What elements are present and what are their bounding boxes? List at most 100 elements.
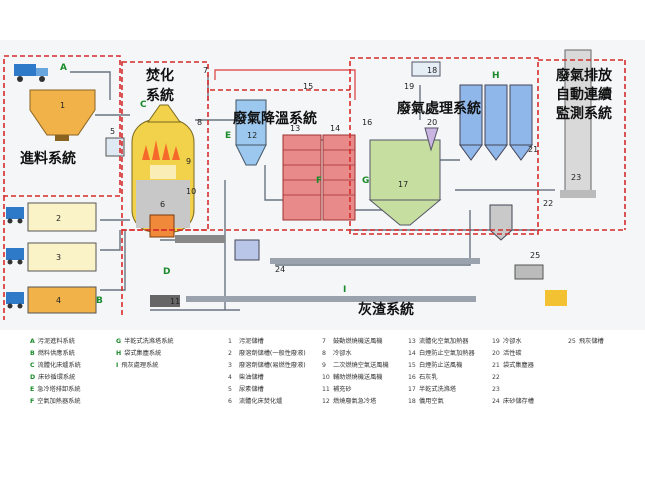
legend-item-22: 22 — [492, 374, 500, 381]
tanker-truck-4 — [6, 292, 24, 309]
label-num-2: 2 — [56, 214, 61, 223]
tank-2 — [27, 202, 97, 232]
tanker-truck-3 — [6, 248, 24, 265]
label-num-23: 23 — [571, 173, 581, 182]
label-num-18: 18 — [427, 66, 437, 75]
title-monitor-1: 廢氣排放 — [556, 67, 613, 84]
feed-truck — [14, 64, 48, 82]
label-num-17: 17 — [398, 180, 408, 189]
label-num-7: 7 — [203, 66, 208, 75]
label-num-9: 9 — [186, 157, 191, 166]
label-num-24: 24 — [275, 265, 285, 274]
tank-3 — [27, 242, 97, 272]
label-num-21: 21 — [528, 145, 538, 154]
screw-conveyor — [175, 235, 225, 243]
process-flow-diagram: 進料系統 焚化 系統 廢氣降溫系統 廢氣處理系統 廢氣排放 自動連續 監測系統 … — [0, 40, 645, 330]
scrubber — [368, 139, 442, 226]
label-num-19: 19 — [404, 82, 414, 91]
label-num-16: 16 — [362, 118, 372, 127]
label-letter-B: B — [96, 296, 103, 306]
chimney-base — [560, 190, 596, 198]
label-num-10: 10 — [186, 187, 196, 196]
sand-hopper — [234, 239, 260, 261]
label-letter-G: G — [362, 176, 369, 186]
label-num-12: 12 — [247, 131, 257, 140]
make-up-sand-cart — [150, 295, 180, 307]
title-ash-system: 灰渣系統 — [358, 301, 414, 318]
label-num-5: 5 — [110, 127, 115, 136]
label-num-22: 22 — [543, 199, 553, 208]
title-feed-system: 進料系統 — [20, 150, 76, 167]
flame-icon — [142, 140, 180, 160]
label-num-3: 3 — [56, 253, 61, 262]
label-letter-F: F — [316, 176, 322, 186]
tank-18 — [411, 61, 441, 77]
belt-conveyor-lower — [186, 296, 476, 302]
hot-air-pipe — [214, 69, 356, 100]
label-letter-D: D — [163, 267, 170, 277]
label-num-8: 8 — [197, 118, 202, 127]
label-num-1: 1 — [60, 101, 65, 110]
label-num-14: 14 — [330, 124, 340, 133]
label-num-15: 15 — [303, 82, 313, 91]
title-cooling-system: 廢氣降溫系統 — [233, 110, 317, 127]
label-letter-A: A — [60, 63, 67, 73]
air-heater-13 — [282, 134, 322, 221]
fly-ash-hopper — [489, 204, 513, 241]
belt-conveyor-24 — [270, 258, 480, 264]
title-incineration-1: 焚化 — [145, 67, 174, 84]
legend-item-23: 23 — [492, 386, 500, 393]
label-letter-C: C — [140, 100, 147, 110]
forklift — [545, 290, 567, 306]
activated-carbon-hopper — [424, 127, 439, 152]
label-letter-H: H — [492, 71, 500, 81]
label-num-13: 13 — [290, 124, 300, 133]
sludge-silo-1 — [29, 89, 96, 141]
heater-fins — [283, 149, 355, 196]
label-num-11: 11 — [170, 297, 180, 306]
fly-ash-tank — [514, 264, 544, 280]
label-num-20: 20 — [427, 118, 437, 127]
bag-filters — [459, 84, 533, 161]
label-num-25: 25 — [530, 251, 540, 260]
title-monitor-3: 監測系統 — [556, 105, 612, 122]
title-incineration-2: 系統 — [146, 87, 174, 104]
label-letter-E: E — [225, 131, 231, 141]
title-monitor-2: 自動連續 — [556, 86, 612, 103]
section-borders — [3, 55, 626, 320]
label-letter-I: I — [343, 285, 346, 295]
label-num-4: 4 — [56, 296, 61, 305]
burner-window — [150, 165, 176, 179]
